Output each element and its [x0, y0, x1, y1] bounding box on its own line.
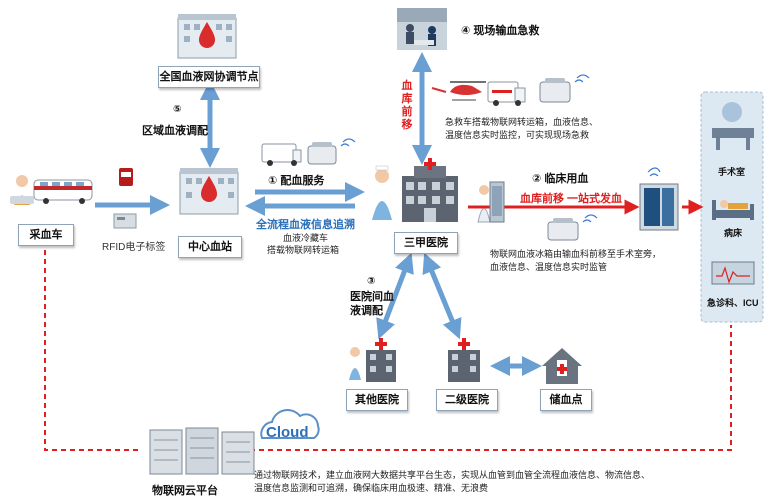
- center-node-icon: [179, 168, 239, 215]
- flow-2-label: ② 临床用血: [532, 173, 589, 185]
- rfid-label: RFID电子标签: [102, 242, 166, 253]
- ambulance-note-2: 温度信息实时监控，可实现现场急救: [445, 130, 590, 140]
- fridge-left-icon: [489, 181, 505, 223]
- data-line-left: [44, 250, 140, 451]
- data-line-right: [250, 325, 732, 451]
- flow-4-label: ④ 现场输血急救: [461, 25, 540, 37]
- flow-5-number: ⑤: [173, 104, 182, 115]
- lab-staff-icon: [477, 185, 491, 223]
- trace-label: 全流程血液信息追溯: [256, 219, 355, 231]
- cloud-icon: [260, 409, 320, 439]
- server-rack-icon: [149, 427, 255, 475]
- bottom-note-2: 温度信息监测和可追溯，确保临床用血极速、精准、无浪费: [254, 483, 489, 493]
- secondary-hospital-icon: [448, 338, 480, 382]
- ward-bed-icon: [712, 200, 754, 220]
- blood-bank-forward-label: 血库前移: [401, 80, 413, 131]
- storage-point-icon: [542, 348, 582, 384]
- operating-room-icon: [712, 102, 754, 150]
- ambulance-icon: [487, 81, 526, 106]
- cloud-platform-label: 物联网云平台: [152, 485, 218, 497]
- emergency-icu-icon: [711, 261, 755, 285]
- operating-room-label: 手术室: [718, 167, 746, 177]
- other-hospital-label: 其他医院: [346, 389, 408, 411]
- flow-1-label: ① 配血服务: [268, 175, 325, 187]
- one-stop-label: 血库前移 一站式发血: [520, 193, 623, 205]
- national-node-icon: [177, 14, 237, 59]
- iot-fridge-icon: [639, 167, 679, 231]
- ambulance-box-icon: [539, 74, 590, 103]
- cold-van-icon: [261, 143, 302, 166]
- other-hospital-icon: [349, 338, 396, 382]
- rfid-card-icon: [113, 213, 137, 229]
- cold-car-label-1: 血液冷藏车: [283, 233, 329, 243]
- donor-person-icon: [10, 175, 34, 205]
- cold-car-label-2: 搭载物联网转运箱: [267, 245, 340, 255]
- emergency-icu-label: 急诊科、ICU: [707, 298, 759, 308]
- center-station-label: 中心血站: [178, 236, 242, 258]
- blood-truck-label: 采血车: [18, 224, 74, 246]
- flow-5-label: 区域血液调配: [142, 125, 208, 137]
- fridge-note-2: 血液信息、温度信息实时监管: [490, 262, 608, 272]
- arrow-other-hospital: [376, 252, 414, 340]
- flow-3-label: 医院间血液调配: [350, 291, 394, 317]
- fridge-box-icon: [547, 214, 598, 241]
- arrow-secondary: [422, 252, 462, 340]
- ward-label: 病床: [724, 228, 743, 238]
- fridge-note-1: 物联网血液冰箱由输血科前移至手术室旁，: [490, 249, 662, 259]
- tertiary-hospital-icon: [402, 158, 458, 222]
- blood-bag-icon: [119, 168, 133, 186]
- flow-3-number: ③: [367, 276, 376, 287]
- cloud-label: Cloud: [266, 424, 309, 441]
- nurse-icon: [372, 165, 392, 220]
- helicopter-icon: [431, 81, 486, 101]
- bottom-note-1: 通过物联网技术，建立血液网大数据共享平台生态，实现从血管到血管全流程血液信息、物…: [254, 470, 651, 480]
- emergency-scene-icon: [397, 8, 447, 50]
- storage-point-label: 储血点: [540, 389, 592, 411]
- national-node-label: 全国血液网协调节点: [158, 66, 260, 88]
- ambulance-note-1: 急救车搭载物联网转运箱，血液信息、: [445, 117, 599, 127]
- tertiary-hospital-label: 三甲医院: [394, 232, 458, 254]
- blood-bus-icon: [33, 179, 93, 204]
- transport-box-icon: [307, 138, 356, 165]
- secondary-hospital-label: 二级医院: [436, 389, 498, 411]
